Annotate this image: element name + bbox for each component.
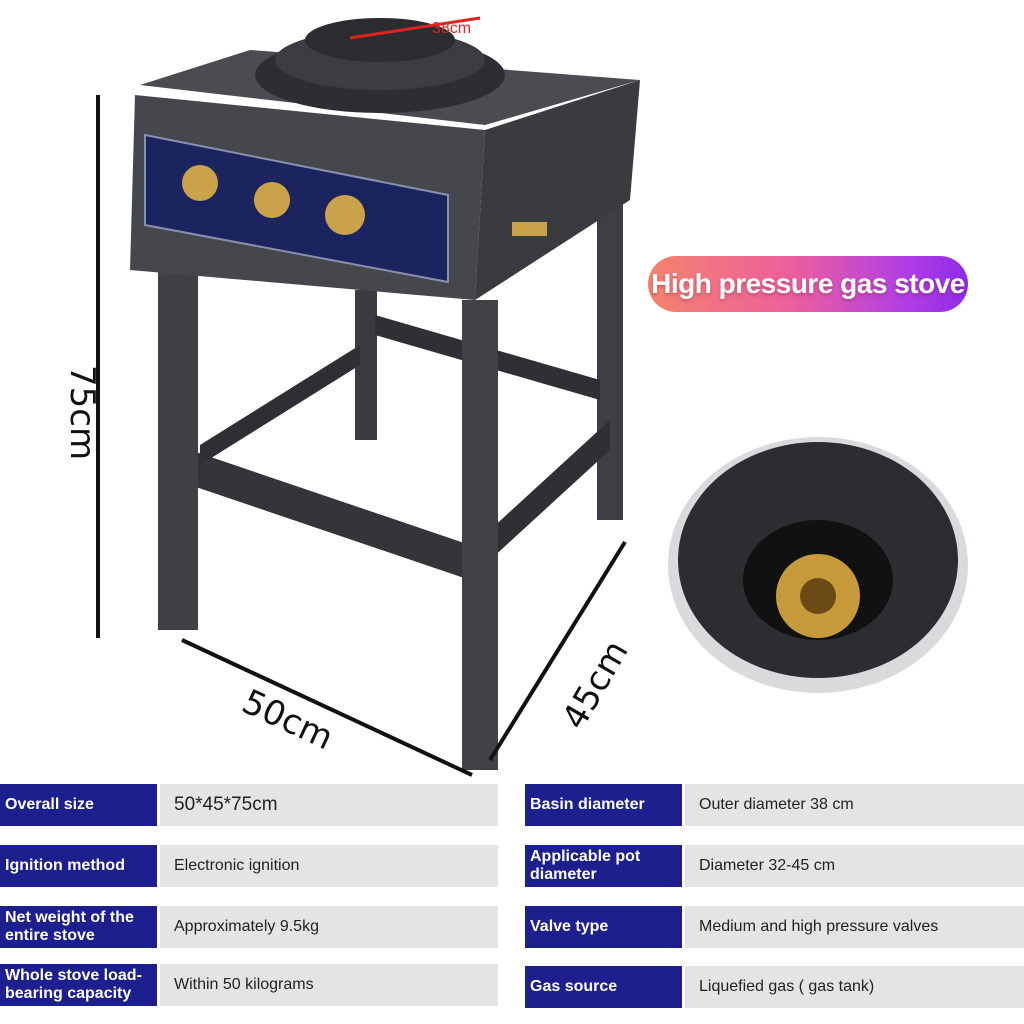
spec-value: Liquefied gas ( gas tank) (685, 966, 1024, 1008)
spec-label: Applicable pot diameter (525, 845, 682, 887)
spec-value: Electronic ignition (160, 845, 498, 887)
spec-value: Approximately 9.5kg (160, 906, 498, 948)
spec-value: Medium and high pressure valves (685, 906, 1024, 948)
spec-label: Net weight of the entire stove (0, 906, 157, 948)
spec-value: 50*45*75cm (160, 784, 498, 826)
spec-value: Within 50 kilograms (160, 964, 498, 1006)
product-badge: High pressure gas stove (648, 256, 968, 312)
spec-value: Outer diameter 38 cm (685, 784, 1024, 826)
spec-value: Diameter 32-45 cm (685, 845, 1024, 887)
spec-label: Gas source (525, 966, 682, 1008)
spec-label: Basin diameter (525, 784, 682, 826)
spec-label: Whole stove load-bearing capacity (0, 964, 157, 1006)
spec-label: Overall size (0, 784, 157, 826)
height-dimension-label: 75cm (62, 365, 102, 461)
stove-illustration (96, 16, 968, 777)
spec-label: Valve type (525, 906, 682, 948)
spec-label: Ignition method (0, 845, 157, 887)
burner-dimension-label: 38cm (432, 20, 472, 37)
